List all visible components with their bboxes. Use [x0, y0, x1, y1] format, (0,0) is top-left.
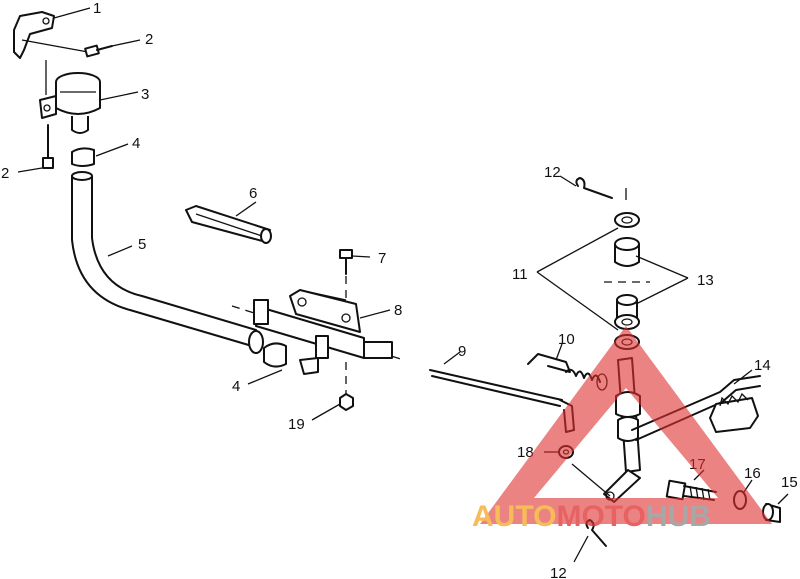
- hose-part-5: [71, 171, 264, 354]
- callout-11: 11: [512, 266, 528, 283]
- watermark-logo: AUTOMOTOHUB: [472, 326, 772, 533]
- pedal-pad-part-14: [709, 369, 759, 433]
- sleeve-part-6: [185, 201, 272, 244]
- push-rod-part-9: [429, 351, 575, 433]
- callout-2-left: 2: [1, 165, 9, 182]
- callout-10: 10: [558, 331, 575, 348]
- callout-12-bottom: 12: [550, 565, 567, 579]
- clamp-part-4: [71, 143, 129, 167]
- callout-1: 1: [93, 0, 101, 17]
- watermark-moto: MOTO: [556, 500, 645, 533]
- clamp-part-4-lower: [247, 342, 287, 385]
- callout-15: 15: [781, 474, 798, 491]
- callout-4-top: 4: [132, 135, 140, 152]
- callout-3: 3: [141, 86, 149, 103]
- cotter-pin-part-12-top: [559, 175, 627, 200]
- callout-13: 13: [697, 272, 714, 289]
- callout-2-top: 2: [145, 31, 153, 48]
- nut-part-19: [311, 362, 354, 421]
- callout-14: 14: [754, 357, 771, 374]
- callout-8: 8: [394, 302, 402, 319]
- watermark-auto: AUTO: [472, 500, 556, 533]
- master-cylinder-part-8: [231, 289, 405, 375]
- watermark-hub: HUB: [646, 500, 711, 533]
- callout-7: 7: [378, 250, 386, 267]
- callout-6: 6: [249, 185, 257, 202]
- callout-4-lower: 4: [232, 378, 240, 395]
- bracket-part-1: [13, 7, 91, 59]
- callout-18: 18: [517, 444, 534, 461]
- callout-16: 16: [744, 465, 761, 482]
- reservoir-part-3: [39, 72, 139, 134]
- pivot-bolt-part-17: [665, 469, 717, 501]
- bolt-part-2: [17, 124, 54, 173]
- svg-text:AUTOMOTOHUB: AUTOMOTOHUB: [472, 500, 711, 533]
- callout-9: 9: [458, 343, 466, 360]
- callout-12-top: 12: [544, 164, 561, 181]
- bushings-part-11-13: [536, 212, 689, 350]
- watermark-triangle: [480, 326, 772, 524]
- callout-19: 19: [288, 416, 305, 433]
- screw-part-2: [84, 39, 141, 58]
- callout-5: 5: [138, 236, 146, 253]
